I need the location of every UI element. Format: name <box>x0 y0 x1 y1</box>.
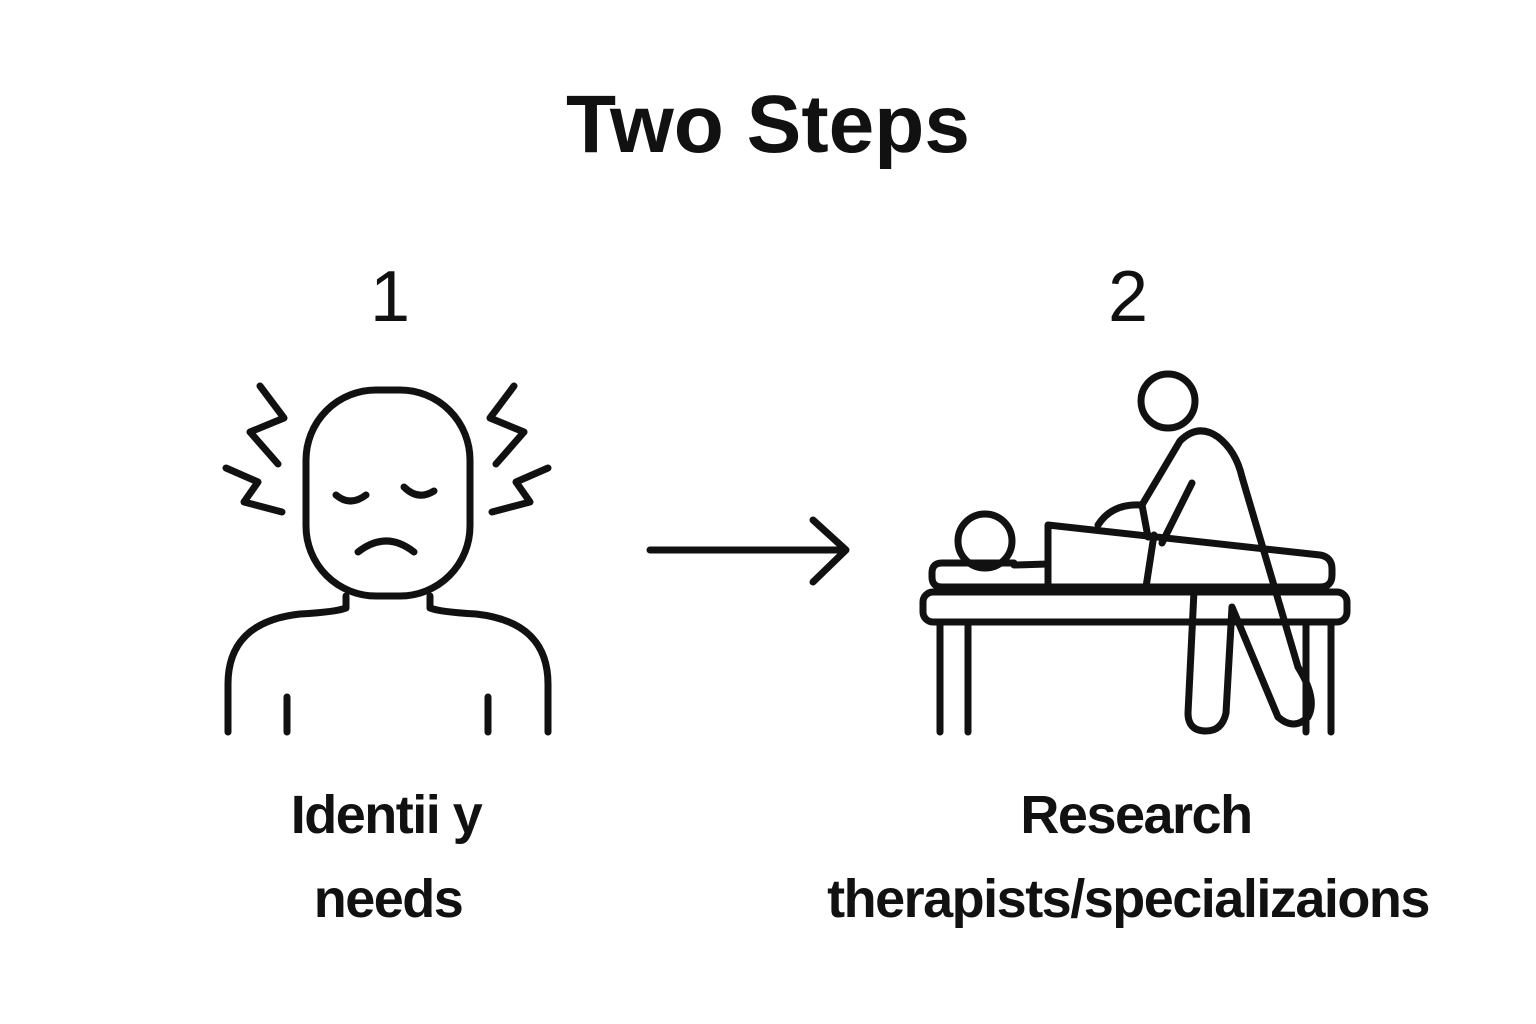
arrow-right-icon <box>646 516 850 586</box>
step-1-label-line2: needs <box>313 869 464 929</box>
massage-therapy-icon <box>919 370 1351 736</box>
stressed-person-icon <box>222 382 552 736</box>
step-2-label-line2: therapists/specializaions <box>827 869 1430 929</box>
step-1-label-line1: Identii y <box>290 785 483 845</box>
step-1-number: 1 <box>369 257 411 337</box>
step-2-label-line1: Research <box>1020 785 1253 845</box>
step-2-number: 2 <box>1107 257 1149 337</box>
page-title: Two Steps <box>566 79 970 170</box>
